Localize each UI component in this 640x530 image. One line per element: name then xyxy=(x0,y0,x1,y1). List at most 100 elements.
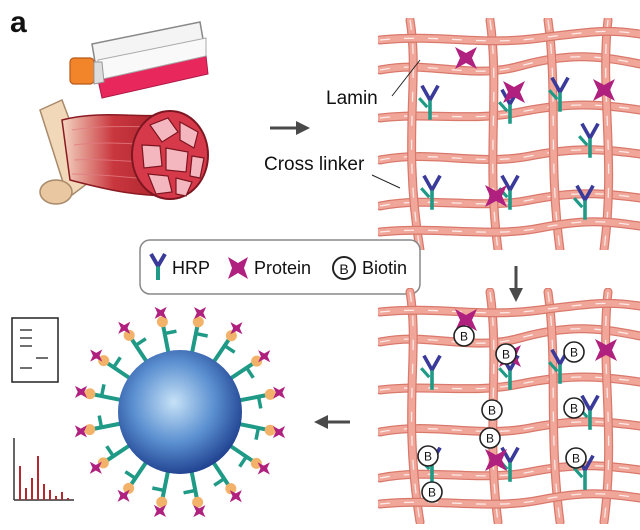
bead-linker xyxy=(226,442,258,466)
gel-blot-icon xyxy=(11,317,59,383)
biotin-tag xyxy=(453,325,475,347)
hrp-arm xyxy=(580,394,592,411)
biotin-legend-icon xyxy=(332,256,356,280)
protein-shape xyxy=(90,349,103,362)
mass-spectrum-icon xyxy=(13,438,74,501)
hrp-arm xyxy=(588,122,600,139)
bead-linker-branch xyxy=(195,331,209,338)
bead-linker-branch xyxy=(112,356,122,369)
hrp-arm xyxy=(428,84,440,101)
bead-linker-branch xyxy=(105,445,115,458)
hrp-enzyme xyxy=(420,354,442,390)
hrp-arm xyxy=(575,184,587,201)
lamin-label: Lamin xyxy=(326,88,378,109)
protein-shape xyxy=(257,462,270,475)
hrp-arm xyxy=(500,446,512,463)
biotin-symbol: B xyxy=(424,450,432,464)
captured-ligand xyxy=(97,457,109,469)
protein-marker xyxy=(153,504,166,518)
protein-shape xyxy=(153,504,166,518)
protein-shape xyxy=(74,385,88,398)
lamin-fiber-highlight xyxy=(379,421,640,433)
protein-shape xyxy=(117,489,130,502)
hrp-arm xyxy=(550,348,562,365)
hrp-arm xyxy=(588,394,600,411)
lamin-fiber-highlight xyxy=(379,465,640,479)
biotin-tag xyxy=(565,447,587,469)
biotin-symbol: B xyxy=(460,330,468,344)
captured-ligand xyxy=(123,482,135,494)
cross-linker-label: Cross linker xyxy=(264,154,365,175)
protein-marker xyxy=(485,449,507,471)
bead-linker-branch xyxy=(254,427,261,441)
bead-linker xyxy=(89,391,124,403)
captured-ligand xyxy=(192,496,204,508)
bead-linker-branch xyxy=(223,344,236,354)
hrp-arm xyxy=(548,361,559,373)
protein-shape xyxy=(258,350,271,363)
lamin-fiber-highlight xyxy=(603,19,610,250)
bead-linker xyxy=(127,334,150,365)
hrp-legend-icon xyxy=(149,252,167,280)
network-markers xyxy=(418,47,615,220)
lamin-fiber-highlight xyxy=(489,19,499,250)
hrp-arm xyxy=(498,367,509,379)
legend-protein-label: Protein xyxy=(254,258,311,278)
bead-linker xyxy=(160,321,171,356)
bead-linker xyxy=(210,459,233,490)
hrp-enzyme xyxy=(573,184,595,220)
biotin-symbol: B xyxy=(572,452,580,466)
bead-linker xyxy=(210,334,234,366)
protein-shape xyxy=(74,425,87,438)
arrow-to-biotinylation xyxy=(509,266,523,302)
streptavidin-bead xyxy=(74,306,286,518)
lamin-fiber-highlight xyxy=(379,493,640,505)
lamin-fiber-highlight xyxy=(409,291,421,523)
protein-marker xyxy=(118,321,131,334)
protein-shape xyxy=(229,490,242,503)
protein-shape xyxy=(193,505,206,518)
biotin-symbol: B xyxy=(502,348,510,362)
bead-linker xyxy=(126,458,150,490)
protein-shape xyxy=(230,322,243,335)
arrow-to-streptavidin-bead xyxy=(314,415,350,429)
protein-marker xyxy=(272,426,286,439)
hrp-arm xyxy=(508,446,520,463)
bead-linker xyxy=(236,421,271,433)
bead-linker xyxy=(189,468,200,503)
bead-linker-branch xyxy=(134,337,147,347)
biotin-symbol: B xyxy=(488,404,496,418)
captured-ligand xyxy=(251,355,263,367)
bead-linker xyxy=(102,358,134,382)
protein-marker xyxy=(194,306,207,320)
cell-culture-flask-icon xyxy=(69,21,209,99)
bead-linker xyxy=(189,321,201,356)
hrp-arm xyxy=(578,135,589,147)
captured-ligand xyxy=(84,388,96,400)
protein-shape xyxy=(593,79,615,101)
legend-biotin-symbol: B xyxy=(339,261,348,277)
protein-shape xyxy=(595,339,617,361)
legend: HRP Protein B Biotin xyxy=(139,239,421,295)
protein-marker xyxy=(595,339,617,361)
hrp-enzyme xyxy=(548,76,570,112)
hrp-enzyme xyxy=(548,348,570,384)
biotin-symbol: B xyxy=(570,402,578,416)
biotin-symbol: B xyxy=(428,486,436,500)
protein-marker xyxy=(74,385,88,398)
biotin-tag xyxy=(421,481,443,503)
protein-shape xyxy=(154,306,167,319)
lamin-network-panel xyxy=(378,18,640,250)
hrp-enzyme xyxy=(578,122,600,158)
protein-shape xyxy=(485,449,507,471)
biotin-tag xyxy=(481,399,503,421)
arrow-to-lamin-network xyxy=(270,121,310,135)
protein-marker xyxy=(273,386,286,399)
protein-shape xyxy=(485,185,507,207)
protein-marker xyxy=(258,350,271,363)
hrp-arm xyxy=(573,197,584,209)
lamin-fiber xyxy=(378,28,640,45)
hrp-arm xyxy=(573,467,584,479)
